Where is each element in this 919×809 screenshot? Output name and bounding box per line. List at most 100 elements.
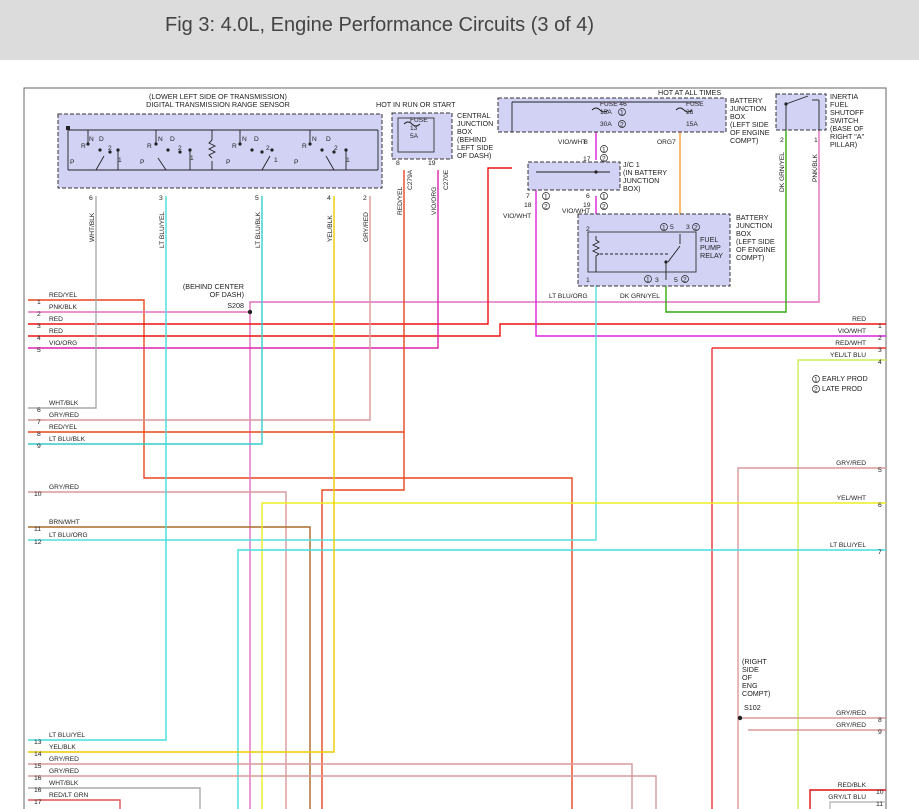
svg-text:30A: 30A — [600, 121, 612, 128]
fuse-26-pin: 7 — [672, 139, 676, 146]
svg-text:N: N — [312, 136, 317, 143]
svg-text:1: 1 — [190, 155, 194, 162]
svg-text:14: 14 — [34, 751, 42, 758]
svg-text:D: D — [326, 136, 331, 143]
inertia-description: INERTIA FUEL SHUTOFF SWITCH (BASE OF RIG… — [830, 92, 865, 149]
svg-text:2: 2 — [544, 204, 548, 211]
svg-text:12: 12 — [34, 539, 42, 546]
svg-text:2: 2 — [602, 204, 606, 211]
svg-text:4: 4 — [37, 335, 41, 342]
svg-text:2: 2 — [363, 195, 367, 202]
svg-text:R: R — [232, 143, 237, 150]
fuse-46-wire: VIO/WHT — [558, 139, 586, 146]
fuse-26-labels: FUSE 26 15A — [686, 101, 704, 128]
svg-text:7: 7 — [878, 549, 882, 556]
svg-text:LT BLU/ORG: LT BLU/ORG — [49, 532, 88, 539]
wire-yel-lt-blu — [797, 359, 886, 809]
s102-description: (RIGHT SIDE OF ENG COMPT) S102 — [742, 657, 770, 712]
svg-text:P: P — [70, 159, 75, 166]
svg-text:3: 3 — [37, 323, 41, 330]
svg-text:2: 2 — [620, 122, 624, 129]
svg-text:COMPT): COMPT) — [742, 689, 770, 698]
inertia-pin-2: 2 — [780, 137, 784, 144]
svg-text:6: 6 — [586, 193, 590, 200]
svg-text:3: 3 — [878, 347, 882, 354]
svg-text:5: 5 — [255, 195, 259, 202]
relay-top-mark-2: 2 — [694, 225, 698, 232]
svg-text:GRY/RED: GRY/RED — [49, 768, 79, 775]
svg-text:SIDE: SIDE — [742, 665, 759, 674]
svg-text:P: P — [140, 159, 145, 166]
svg-text:2: 2 — [334, 145, 338, 152]
svg-text:(BASE OF: (BASE OF — [830, 124, 864, 133]
svg-text:YEL/LT BLU: YEL/LT BLU — [830, 352, 866, 359]
svg-text:S102: S102 — [744, 703, 761, 712]
svg-text:J/C 1: J/C 1 — [623, 160, 640, 169]
svg-text:1: 1 — [274, 157, 278, 164]
svg-text:1: 1 — [346, 157, 350, 164]
svg-text:VIO/WHT: VIO/WHT — [838, 328, 866, 335]
svg-text:WHT/BLK: WHT/BLK — [49, 780, 79, 787]
s208-desc-2: OF DASH) — [210, 290, 244, 299]
relay-label: FUEL PUMP RELAY — [700, 235, 723, 260]
svg-text:EARLY PROD: EARLY PROD — [822, 374, 868, 383]
svg-text:GRY/LT BLU: GRY/LT BLU — [828, 794, 866, 801]
svg-text:C270E: C270E — [443, 169, 450, 190]
svg-text:C279A: C279A — [407, 169, 414, 190]
wire-gry-red-10 — [28, 491, 287, 809]
svg-text:N: N — [89, 136, 94, 143]
dtr-position-letters: P R N D 2 1 P R N D 2 1 P R N D 2 1 P R … — [70, 136, 350, 166]
svg-text:FUSE: FUSE — [686, 101, 704, 108]
svg-text:16: 16 — [34, 775, 42, 782]
svg-text:(RIGHT: (RIGHT — [742, 657, 767, 666]
svg-text:RED/YEL: RED/YEL — [49, 424, 78, 431]
svg-text:OF DASH): OF DASH) — [457, 151, 491, 160]
svg-text:1: 1 — [602, 147, 606, 154]
svg-text:BRN/WHT: BRN/WHT — [49, 519, 80, 526]
relay-pin-5b: 5 — [674, 277, 678, 284]
svg-text:3: 3 — [159, 195, 163, 202]
svg-text:GRY/RED: GRY/RED — [836, 460, 866, 467]
relay-frame — [587, 231, 697, 273]
fuse-26-wire: ORG — [657, 139, 672, 146]
svg-text:BOX: BOX — [730, 112, 745, 121]
svg-text:FUSE: FUSE — [410, 117, 428, 124]
wire-red-yel-8 — [28, 170, 405, 433]
svg-text:JUNCTION: JUNCTION — [623, 176, 659, 185]
svg-text:RED: RED — [49, 328, 63, 335]
figure-header: Fig 3: 4.0L, Engine Performance Circuits… — [0, 0, 919, 60]
svg-text:9: 9 — [37, 443, 41, 450]
s208-desc-1: (BEHIND CENTER — [183, 282, 244, 291]
relay-pin-5: 5 — [670, 224, 674, 231]
wire-vio-org — [28, 170, 439, 349]
svg-text:(LEFT SIDE: (LEFT SIDE — [730, 120, 769, 129]
svg-text:BOX: BOX — [457, 127, 472, 136]
svg-text:LT BLU/YEL: LT BLU/YEL — [49, 732, 85, 739]
relay-coil — [591, 236, 601, 272]
cjb-description: CENTRAL JUNCTION BOX (BEHIND LEFT SIDE O… — [457, 111, 493, 160]
svg-text:BOX: BOX — [736, 229, 751, 238]
svg-text:ENG: ENG — [742, 681, 758, 690]
bjb-description: BATTERY JUNCTION BOX (LEFT SIDE OF ENGIN… — [730, 96, 770, 145]
inertia-switch-box — [775, 93, 827, 131]
relay-pin-3: 3 — [686, 224, 690, 231]
svg-text:RED/YEL: RED/YEL — [49, 292, 78, 299]
svg-text:6: 6 — [878, 502, 882, 509]
svg-text:13: 13 — [34, 739, 42, 746]
svg-text:LEFT SIDE: LEFT SIDE — [457, 143, 493, 152]
jc1-description: J/C 1 (IN BATTERY JUNCTION BOX) — [623, 160, 667, 193]
bjb-hot-label: HOT AT ALL TIMES — [658, 88, 721, 97]
wire-red-blk — [809, 789, 886, 809]
svg-text:JUNCTION: JUNCTION — [457, 119, 493, 128]
svg-text:RED/WHT: RED/WHT — [835, 340, 866, 347]
wire-gry-red-right5 — [737, 467, 886, 809]
wire-red-3 — [28, 167, 512, 325]
svg-text:P: P — [294, 159, 299, 166]
relay-bottom-mark-1: 1 — [646, 277, 650, 284]
svg-text:5A: 5A — [410, 133, 419, 140]
svg-text:13: 13 — [410, 125, 418, 132]
svg-text:LT BLU/BLK: LT BLU/BLK — [49, 436, 86, 443]
cjb-fuse-frame — [397, 117, 435, 153]
